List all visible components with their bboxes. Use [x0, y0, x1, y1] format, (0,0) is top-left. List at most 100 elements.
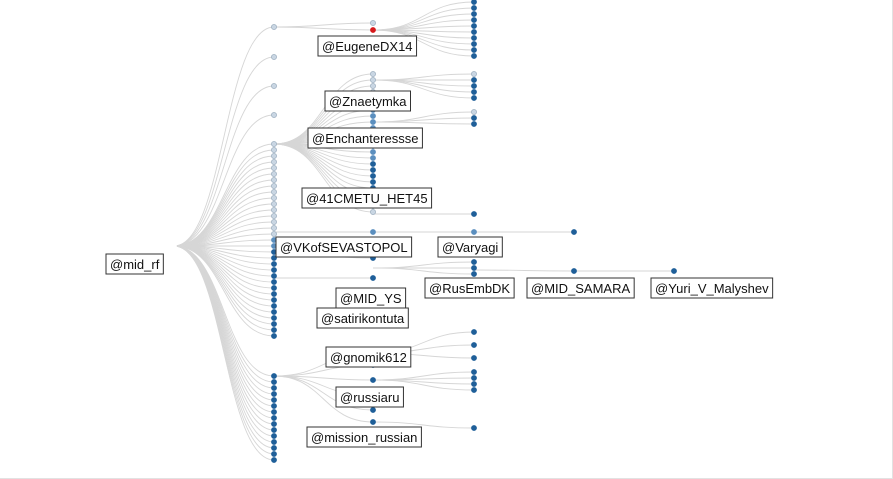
tree-node[interactable] — [471, 71, 477, 77]
tree-node[interactable] — [370, 419, 376, 425]
user-label-rusembdk[interactable]: @RusEmbDK — [424, 277, 515, 299]
tree-node[interactable] — [271, 433, 277, 439]
tree-node[interactable] — [271, 159, 277, 165]
tree-node[interactable] — [271, 213, 277, 219]
tree-node[interactable] — [471, 0, 477, 5]
tree-node[interactable] — [271, 112, 277, 118]
tree-node[interactable] — [271, 189, 277, 195]
tree-node[interactable] — [370, 209, 376, 215]
tree-node[interactable] — [271, 333, 277, 339]
tree-node[interactable] — [370, 83, 376, 89]
tree-node[interactable] — [271, 83, 277, 89]
tree-node[interactable] — [370, 407, 376, 413]
tree-node[interactable] — [370, 27, 376, 33]
tree-node[interactable] — [471, 53, 477, 59]
tree-node[interactable] — [471, 5, 477, 11]
tree-node[interactable] — [271, 219, 277, 225]
tree-node[interactable] — [370, 149, 376, 155]
tree-node[interactable] — [271, 285, 277, 291]
user-label-mission-russian[interactable]: @mission_russian — [306, 426, 422, 448]
user-label-41cmetu-het45[interactable]: @41CMETU_HET45 — [301, 187, 433, 209]
tree-node[interactable] — [271, 379, 277, 385]
user-label-mid-ys[interactable]: @MID_YS — [335, 287, 407, 309]
tree-node[interactable] — [571, 229, 577, 235]
tree-node[interactable] — [471, 83, 477, 89]
tree-node[interactable] — [271, 267, 277, 273]
user-label-eugenedx14[interactable]: @EugeneDX14 — [317, 35, 418, 57]
tree-node[interactable] — [370, 20, 376, 26]
tree-node[interactable] — [471, 259, 477, 265]
tree-node[interactable] — [271, 303, 277, 309]
tree-node[interactable] — [471, 211, 477, 217]
user-label-znaetymka[interactable]: @Znaetymka — [324, 90, 411, 112]
tree-node[interactable] — [370, 229, 376, 235]
tree-node[interactable] — [471, 77, 477, 83]
tree-node[interactable] — [471, 41, 477, 47]
tree-node[interactable] — [271, 391, 277, 397]
tree-node[interactable] — [471, 47, 477, 53]
user-label-satirikontuta[interactable]: @satirikontuta — [316, 307, 409, 329]
tree-node[interactable] — [271, 297, 277, 303]
tree-node[interactable] — [471, 369, 477, 375]
tree-node[interactable] — [471, 115, 477, 121]
tree-node[interactable] — [271, 183, 277, 189]
user-label-russiaru[interactable]: @russiaru — [335, 386, 404, 408]
tree-node[interactable] — [571, 268, 577, 274]
tree-node[interactable] — [471, 95, 477, 101]
tree-node[interactable] — [471, 265, 477, 271]
tree-node[interactable] — [271, 315, 277, 321]
tree-node[interactable] — [271, 231, 277, 237]
tree-node[interactable] — [271, 273, 277, 279]
tree-node[interactable] — [271, 373, 277, 379]
tree-node[interactable] — [271, 415, 277, 421]
tree-node[interactable] — [370, 167, 376, 173]
tree-node[interactable] — [370, 77, 376, 83]
tree-node[interactable] — [471, 23, 477, 29]
tree-node[interactable] — [370, 71, 376, 77]
user-label-yuri-v-malyshev[interactable]: @Yuri_V_Malyshev — [650, 277, 774, 299]
tree-node[interactable] — [471, 17, 477, 23]
tree-node[interactable] — [370, 161, 376, 167]
tree-node[interactable] — [471, 35, 477, 41]
tree-node[interactable] — [471, 121, 477, 127]
tree-node[interactable] — [471, 381, 477, 387]
tree-node[interactable] — [271, 421, 277, 427]
tree-node[interactable] — [271, 147, 277, 153]
tree-node[interactable] — [271, 309, 277, 315]
tree-node[interactable] — [271, 439, 277, 445]
tree-node[interactable] — [271, 321, 277, 327]
tree-node[interactable] — [271, 24, 277, 30]
tree-node[interactable] — [471, 271, 477, 277]
user-label-vkofsevastopol[interactable]: @VKofSEVASTOPOL — [275, 236, 413, 258]
tree-node[interactable] — [271, 141, 277, 147]
tree-node[interactable] — [271, 165, 277, 171]
tree-node[interactable] — [271, 177, 277, 183]
user-label-gnomik612[interactable]: @gnomik612 — [325, 346, 412, 368]
tree-node[interactable] — [271, 261, 277, 267]
tree-node[interactable] — [271, 291, 277, 297]
tree-node[interactable] — [370, 155, 376, 161]
tree-node[interactable] — [271, 171, 277, 177]
tree-node[interactable] — [271, 403, 277, 409]
tree-node[interactable] — [271, 153, 277, 159]
tree-node[interactable] — [271, 409, 277, 415]
tree-node[interactable] — [271, 457, 277, 463]
user-label-varyagi[interactable]: @Varyagi — [437, 236, 503, 258]
tree-node[interactable] — [471, 355, 477, 361]
tree-node[interactable] — [370, 179, 376, 185]
tree-node[interactable] — [471, 375, 477, 381]
tree-node[interactable] — [471, 342, 477, 348]
tree-node[interactable] — [171, 243, 177, 249]
tree-node[interactable] — [370, 113, 376, 119]
user-label-enchanteressse[interactable]: @Enchanteressse — [307, 127, 423, 149]
tree-node[interactable] — [471, 29, 477, 35]
tree-node[interactable] — [471, 11, 477, 17]
tree-node[interactable] — [370, 275, 376, 281]
tree-node[interactable] — [471, 425, 477, 431]
tree-node[interactable] — [271, 255, 277, 261]
tree-node[interactable] — [271, 327, 277, 333]
tree-node[interactable] — [671, 268, 677, 274]
tree-node[interactable] — [271, 201, 277, 207]
tree-node[interactable] — [271, 225, 277, 231]
tree-node[interactable] — [370, 119, 376, 125]
